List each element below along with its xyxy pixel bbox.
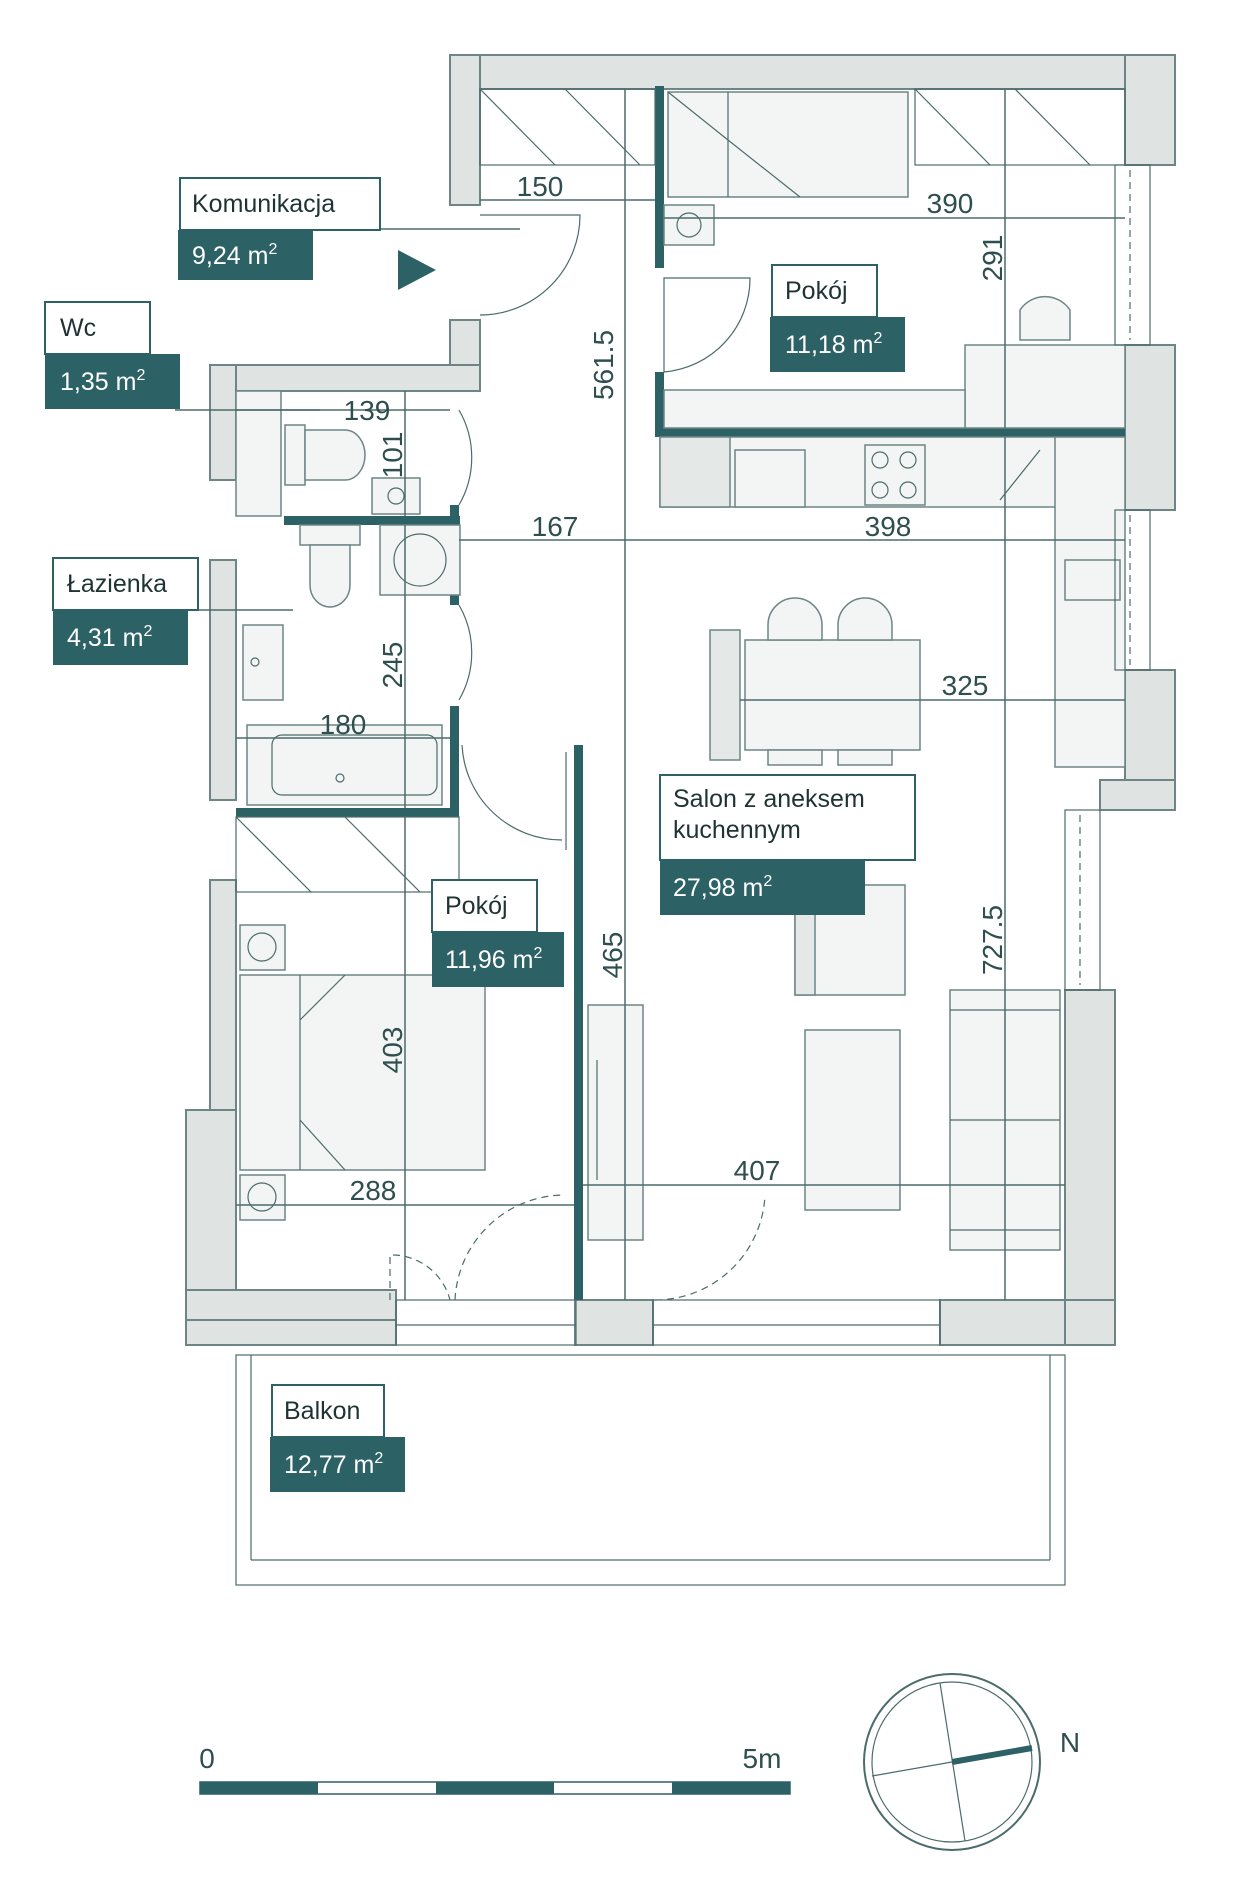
top-cabinets <box>479 88 1126 198</box>
dim-398: 398 <box>865 511 912 542</box>
svg-text:27,98 m2: 27,98 m2 <box>673 873 772 902</box>
dim-180: 180 <box>320 709 367 740</box>
svg-text:9,24 m2: 9,24 m2 <box>192 241 277 270</box>
room-name: Pokój <box>785 277 848 305</box>
room-name: Wc <box>60 314 96 342</box>
dim-403: 403 <box>377 1027 408 1074</box>
dimension-labels: 150 390 291 561.5 139 101 167 398 245 32… <box>320 171 1008 1206</box>
dim-727: 727.5 <box>977 905 1008 975</box>
label-wc: Wc 1,35 m2 <box>44 301 320 411</box>
svg-text:11,18 m2: 11,18 m2 <box>785 330 882 359</box>
room-area: 1,35 m <box>60 368 136 396</box>
dim-407: 407 <box>734 1155 781 1186</box>
dim-325: 325 <box>942 670 989 701</box>
label-komunikacja: Komunikacja 9,24 m2 <box>178 177 520 280</box>
room-area: 12,77 m <box>284 1451 374 1479</box>
entrance-arrow-icon <box>398 250 436 290</box>
right-windows <box>1064 164 1151 991</box>
dim-291: 291 <box>977 235 1008 282</box>
dining-set <box>709 597 921 766</box>
dim-167: 167 <box>532 511 579 542</box>
label-balkon: Balkon 12,77 m2 <box>270 1384 405 1492</box>
dim-245: 245 <box>377 642 408 689</box>
dim-150: 150 <box>517 171 564 202</box>
compass-north: N <box>1060 1727 1080 1758</box>
room-name: Łazienka <box>67 570 167 598</box>
scale-bar: 0 5m <box>199 1743 791 1795</box>
room-area: 9,24 m <box>192 242 268 270</box>
compass-icon: N <box>863 1673 1080 1851</box>
top-room-furniture <box>663 204 1126 429</box>
dimension-lines <box>236 89 1125 1300</box>
room-name: Komunikacja <box>192 190 335 218</box>
scale-start: 0 <box>199 1743 215 1774</box>
dim-101: 101 <box>377 432 408 479</box>
balcony-outline <box>235 1354 1066 1586</box>
scale-end: 5m <box>743 1743 782 1774</box>
room-name-line2: kuchennym <box>673 816 801 844</box>
label-pokoj-bottom: Pokój 11,96 m2 <box>431 879 564 987</box>
room-name: Balkon <box>284 1397 360 1425</box>
svg-text:12,77 m2: 12,77 m2 <box>284 1450 383 1479</box>
bedroom-furniture <box>235 816 486 1221</box>
svg-text:11,96 m2: 11,96 m2 <box>445 945 542 974</box>
room-area: 4,31 m <box>67 624 143 652</box>
label-lazienka: Łazienka 4,31 m2 <box>52 557 293 665</box>
bottom-windows <box>395 1299 941 1346</box>
kitchen-counter <box>659 436 1126 768</box>
room-area: 27,98 m <box>673 874 763 902</box>
dim-561: 561.5 <box>588 330 619 400</box>
dim-288: 288 <box>350 1175 397 1206</box>
label-salon: Salon z aneksem kuchennym 27,98 m2 <box>659 774 916 915</box>
room-area: 11,96 m <box>445 946 533 974</box>
room-name-line1: Salon z aneksem <box>673 785 865 813</box>
svg-text:4,31 m2: 4,31 m2 <box>67 623 152 652</box>
dim-465: 465 <box>597 932 628 979</box>
doors <box>389 214 766 1301</box>
room-area: 11,18 m <box>785 331 873 359</box>
room-name: Pokój <box>445 892 508 920</box>
svg-text:1,35 m2: 1,35 m2 <box>60 367 145 396</box>
dim-390: 390 <box>927 188 974 219</box>
bathroom-fixtures <box>235 390 461 806</box>
label-pokoj-top: Pokój 11,18 m2 <box>770 264 905 372</box>
dim-139: 139 <box>344 395 391 426</box>
